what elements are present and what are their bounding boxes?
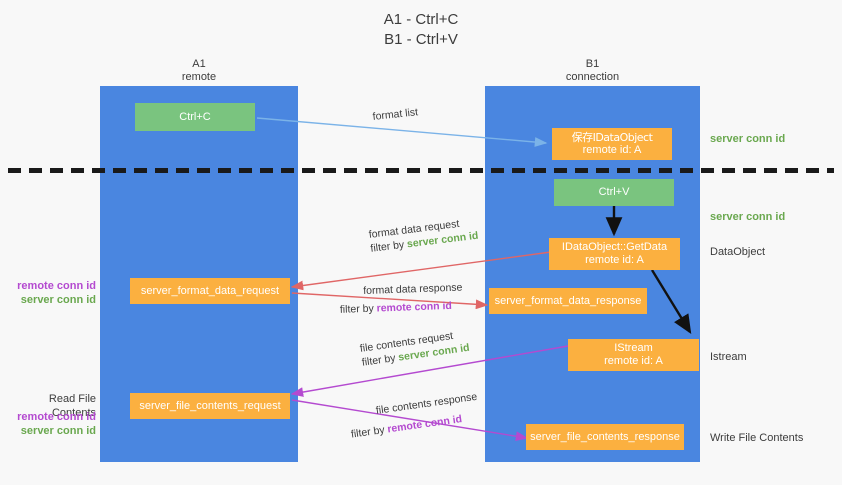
title-line-2: B1 - Ctrl+V: [384, 31, 458, 48]
box-istream-line1: IStream: [614, 342, 653, 354]
box-idataobject-top-line2: remote id: A: [582, 144, 642, 156]
annot-fdres-filter-key: remote conn id: [376, 299, 453, 315]
label-write-file-contents: Write File Contents: [710, 432, 804, 444]
label-read-file-contents: Read File Contents: [48, 393, 96, 419]
column-header-a1-sub: remote: [181, 71, 217, 83]
label-dataobject: DataObject: [710, 246, 766, 258]
box-server-format-data-response[interactable]: server_format_data_response: [489, 288, 647, 314]
annot-fcreq-filter-prefix: filter by: [361, 351, 400, 369]
box-istream-line2: remote id: A: [604, 355, 663, 367]
annot-format-data-request: format data request filter by server con…: [368, 215, 479, 256]
annot-format-data-response-filter: filter by remote conn id: [340, 299, 464, 317]
box-getdata-line1: IDataObject::GetData: [561, 241, 668, 253]
box-getdata-line2: remote id: A: [585, 254, 644, 266]
column-header-a1-name: A1: [192, 58, 206, 70]
page-title: A1 - Ctrl+C B1 - Ctrl+V: [0, 10, 842, 50]
label-server-conn-id-1: server conn id: [20, 294, 96, 306]
dashed-divider: [8, 168, 834, 173]
annot-format-data-response: format data response filter by remote co…: [340, 281, 463, 316]
label-group-left-conn-ids-1: remote conn id server conn id: [8, 279, 96, 307]
box-idataobject-top[interactable]: 保存IDataObject remote id: A: [552, 128, 672, 160]
annot-fdres-filter-prefix: filter by: [339, 302, 377, 316]
box-ctrl-c[interactable]: Ctrl+C: [135, 103, 255, 131]
label-server-conn-id-top: server conn id: [710, 133, 786, 145]
label-group-left-conn-ids-2: remote conn id server conn id: [8, 410, 96, 438]
column-header-a1: A1 remote: [100, 58, 298, 84]
title-line-1: A1 - Ctrl+C: [383, 11, 459, 28]
box-server-format-data-request-label: server_format_data_request: [140, 284, 280, 297]
annot-format-list-text: format list: [372, 106, 419, 123]
box-idataobject-getdata[interactable]: IDataObject::GetData remote id: A: [549, 238, 680, 270]
label-istream: Istream: [710, 351, 747, 363]
box-server-format-data-response-label: server_format_data_response: [494, 294, 642, 307]
annot-format-data-response-title: format data response: [363, 281, 463, 297]
annot-fdreq-filter-prefix: filter by: [369, 238, 408, 255]
label-server-conn-id-2: server conn id: [20, 425, 96, 437]
annot-fcres-filter-key: remote conn id: [386, 413, 463, 436]
annot-file-contents-request: file contents request filter by server c…: [359, 327, 470, 370]
annot-file-contents-response-filter: filter by remote conn id: [350, 410, 481, 442]
box-server-file-contents-response[interactable]: server_file_contents_response: [526, 424, 684, 450]
box-server-file-contents-request[interactable]: server_file_contents_request: [130, 393, 290, 419]
annot-file-contents-response: file contents response filter by remote …: [350, 390, 481, 441]
box-istream[interactable]: IStream remote id: A: [568, 339, 699, 371]
box-server-format-data-request[interactable]: server_format_data_request: [130, 278, 290, 304]
column-header-b1-name: B1: [585, 58, 600, 70]
label-remote-conn-id-1: remote conn id: [17, 280, 96, 292]
column-header-b1: B1 connection: [485, 58, 700, 84]
column-header-b1-sub: connection: [565, 71, 620, 83]
box-ctrl-v[interactable]: Ctrl+V: [554, 179, 674, 206]
annot-format-list: format list: [372, 105, 419, 124]
box-ctrl-v-label: Ctrl+V: [598, 186, 630, 198]
label-remote-conn-id-2: remote conn id: [17, 411, 96, 423]
annot-fcres-filter-prefix: filter by: [350, 423, 389, 441]
box-idataobject-top-line1: 保存IDataObject: [571, 131, 653, 144]
box-ctrl-c-label: Ctrl+C: [179, 110, 211, 123]
box-server-file-contents-request-label: server_file_contents_request: [139, 399, 281, 412]
box-server-file-contents-response-label: server_file_contents_response: [530, 430, 680, 443]
label-server-conn-id-mid: server conn id: [710, 211, 786, 223]
